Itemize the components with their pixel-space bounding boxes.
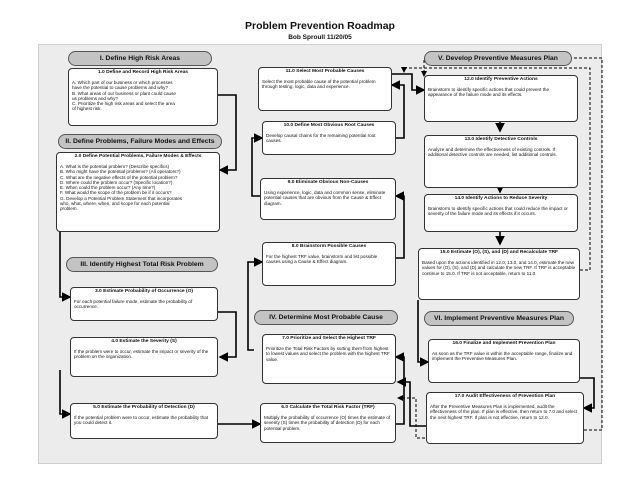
step-9-heading: 9.0 Eliminate Obvious Non-Causes [287, 180, 369, 185]
dashed-15-to-11 [401, 67, 591, 271]
step-2-item: A. What is the potential problem? (Descr… [60, 164, 170, 169]
step-2-item: D. Where could the problem occur? (Speci… [60, 179, 173, 185]
step-10-heading: 10.0 Define Most Obvious Root Causes [283, 123, 375, 128]
step-1-heading: 1.0 Define and Record High Risk Areas [97, 70, 189, 75]
step-7-box: 7.0 Prioritize and Select the Highest TR… [262, 334, 396, 384]
step-7-heading: 7.0 Prioritize and Select the Highest TR… [282, 336, 376, 341]
step-15-heading: 15.0 Estimate (O), (S), and (D) and Reca… [440, 250, 558, 255]
arrow-8-to-9 [394, 191, 405, 259]
step-8-text: For the highest TRF value, brainstorm an… [266, 254, 378, 265]
arrow-16-to-17 [580, 377, 595, 413]
arrow-6-to-7 [394, 352, 405, 425]
step-10-box: 10.0 Define Most Obvious Root Causes Dev… [262, 121, 396, 155]
step-1-item: us problems and why? [72, 95, 118, 101]
dashed-17-to-7 [397, 395, 430, 439]
step-9-text: Using experience, logic, data and common… [264, 190, 386, 206]
step-5-box: 5.0 Estimate the Probability of Detectio… [70, 403, 218, 439]
step-13-text: Analyze and determine the effectiveness … [428, 147, 557, 158]
step-2-box: 2.0 Define Potential Problems, Failure M… [56, 152, 220, 232]
step-5-text: If the potential problem were to occur, … [74, 415, 209, 426]
step-6-box: 6.0 Calculate the Total Risk Factor (TRF… [260, 403, 396, 443]
step-2-item: E. When could the problem occur? (Any ti… [60, 185, 156, 191]
step-1-item: A. Which part of our business or which p… [72, 80, 173, 85]
step-15-text: Based upon the actions identified in 12.… [422, 260, 576, 276]
step-8-heading: 8.0 Brainstorm Possible Causes [291, 244, 367, 249]
arrow-10-to-11 [390, 80, 405, 139]
step-3-text: For each potential failure mode, estimat… [74, 299, 193, 310]
step-13-heading: 13.0 Identify Detective Controls [464, 137, 538, 142]
step-1-item: of highest risk. [72, 106, 102, 112]
step-2-heading: 2.0 Define Potential Problems, Failure M… [74, 154, 202, 159]
step-6-heading: 6.0 Calculate the Total Risk Factor (TRF… [281, 405, 375, 410]
step-14-box: 14.0 Identify Actions to Reduce Severity… [424, 194, 578, 232]
step-9-box: 9.0 Eliminate Obvious Non-Causes Using e… [260, 178, 396, 220]
step-1-box: 1.0 Define and Record High Risk Areas A.… [68, 68, 218, 126]
step-5-heading: 5.0 Estimate the Probability of Detectio… [93, 405, 195, 410]
arrow-2-to-3 [59, 210, 72, 302]
step-10-text: Develop causal chains for the remaining … [266, 133, 376, 144]
arrow-15-to-16 [417, 300, 430, 367]
page-subtitle: Bob Sproull 11/20/05 [288, 34, 352, 41]
step-12-heading: 12.0 Identify Preventive Actions [464, 77, 538, 82]
step-2-item: problem. [60, 206, 78, 212]
step-7-text: Prioritize the Total Risk Factors by sor… [266, 346, 390, 362]
section-implement-plan: VI. Implement Preventive Measures Plan [424, 311, 574, 326]
step-4-heading: 4.0 Estimate the Severity (S) [111, 339, 177, 344]
step-11-heading: 11.0 Select Most Probable Causes [285, 69, 365, 74]
step-17-box: 17.0 Audit Effectiveness of Prevention P… [426, 392, 584, 444]
step-16-box: 16.0 Finalize and Implement Prevention P… [428, 339, 580, 383]
step-11-text: Select the most probable cause of the po… [262, 79, 376, 90]
step-2-item: G. Develop a Potential Problem Statement… [60, 195, 183, 201]
section-develop-plan: V. Develop Preventive Measures Plan [424, 51, 572, 66]
dashed-17-to-12 [421, 57, 603, 431]
arrow-4-to-5 [59, 370, 72, 419]
step-13-box: 13.0 Identify Detective Controls Analyze… [424, 135, 578, 188]
step-12-text: Brainstorm to identify specific actions … [428, 87, 550, 98]
arrow-7-to-8 [247, 257, 264, 351]
section-define-problems: II. Define Problems, Failure Modes and E… [58, 134, 222, 149]
step-16-text: As soon as the TRF value is within the a… [432, 351, 573, 362]
section-identify-highest-risk: III. Identify Highest Total Risk Problem [66, 257, 218, 272]
step-17-text: After the Preventive Measures Plan is im… [430, 404, 578, 420]
arrow-11-to-12 [392, 73, 426, 95]
step-6-text: Multiply the probability of occurrence (… [264, 415, 391, 431]
step-2-item: F. What would the scope of the problem b… [60, 190, 172, 196]
step-4-text: If the problem were to occur, estimate t… [74, 349, 209, 360]
step-3-box: 3.0 Estimate Probability of Occurrence (… [70, 287, 218, 321]
step-15-box: 15.0 Estimate (O), (S), and (D) and Reca… [418, 248, 580, 300]
arrow-9-to-10 [251, 133, 264, 197]
step-16-heading: 16.0 Finalize and Implement Prevention P… [452, 341, 556, 346]
section-define-high-risk-areas: I. Define High Risk Areas [68, 51, 212, 66]
step-14-heading: 14.0 Identify Actions to Reduce Severity [454, 196, 548, 201]
arrow-3-to-4 [218, 311, 237, 362]
step-2-item: B. Who might have the potential problems… [60, 169, 181, 175]
step-1-item: B. What areas of our business or plant c… [72, 90, 176, 96]
step-8-box: 8.0 Brainstorm Possible Causes For the h… [262, 242, 396, 286]
step-2-item: C. What are the negative effects of the … [60, 174, 178, 180]
step-1-item: have the potential to cause problems and… [72, 85, 169, 91]
arrow-17-to-7 [396, 377, 426, 427]
page-title: Problem Prevention Roadmap [245, 20, 395, 32]
step-4-box: 4.0 Estimate the Severity (S) If the pro… [70, 337, 218, 377]
step-14-text: Brainstorm to identify specific actions … [428, 206, 568, 217]
section-determine-cause: IV. Determine Most Probable Cause [254, 310, 398, 325]
step-1-item: C. Prioritize the high risk areas and se… [72, 101, 175, 107]
step-2-item: who, what, where, when, and scope for ea… [60, 201, 170, 207]
arrow-1-to-2 [218, 94, 237, 175]
step-17-heading: 17.0 Audit Effectiveness of Prevention P… [454, 394, 556, 399]
step-12-box: 12.0 Identify Preventive Actions Brainst… [424, 75, 578, 122]
step-3-heading: 3.0 Estimate Probability of Occurrence (… [94, 289, 194, 294]
step-11-box: 11.0 Select Most Probable Causes Select … [258, 67, 392, 111]
